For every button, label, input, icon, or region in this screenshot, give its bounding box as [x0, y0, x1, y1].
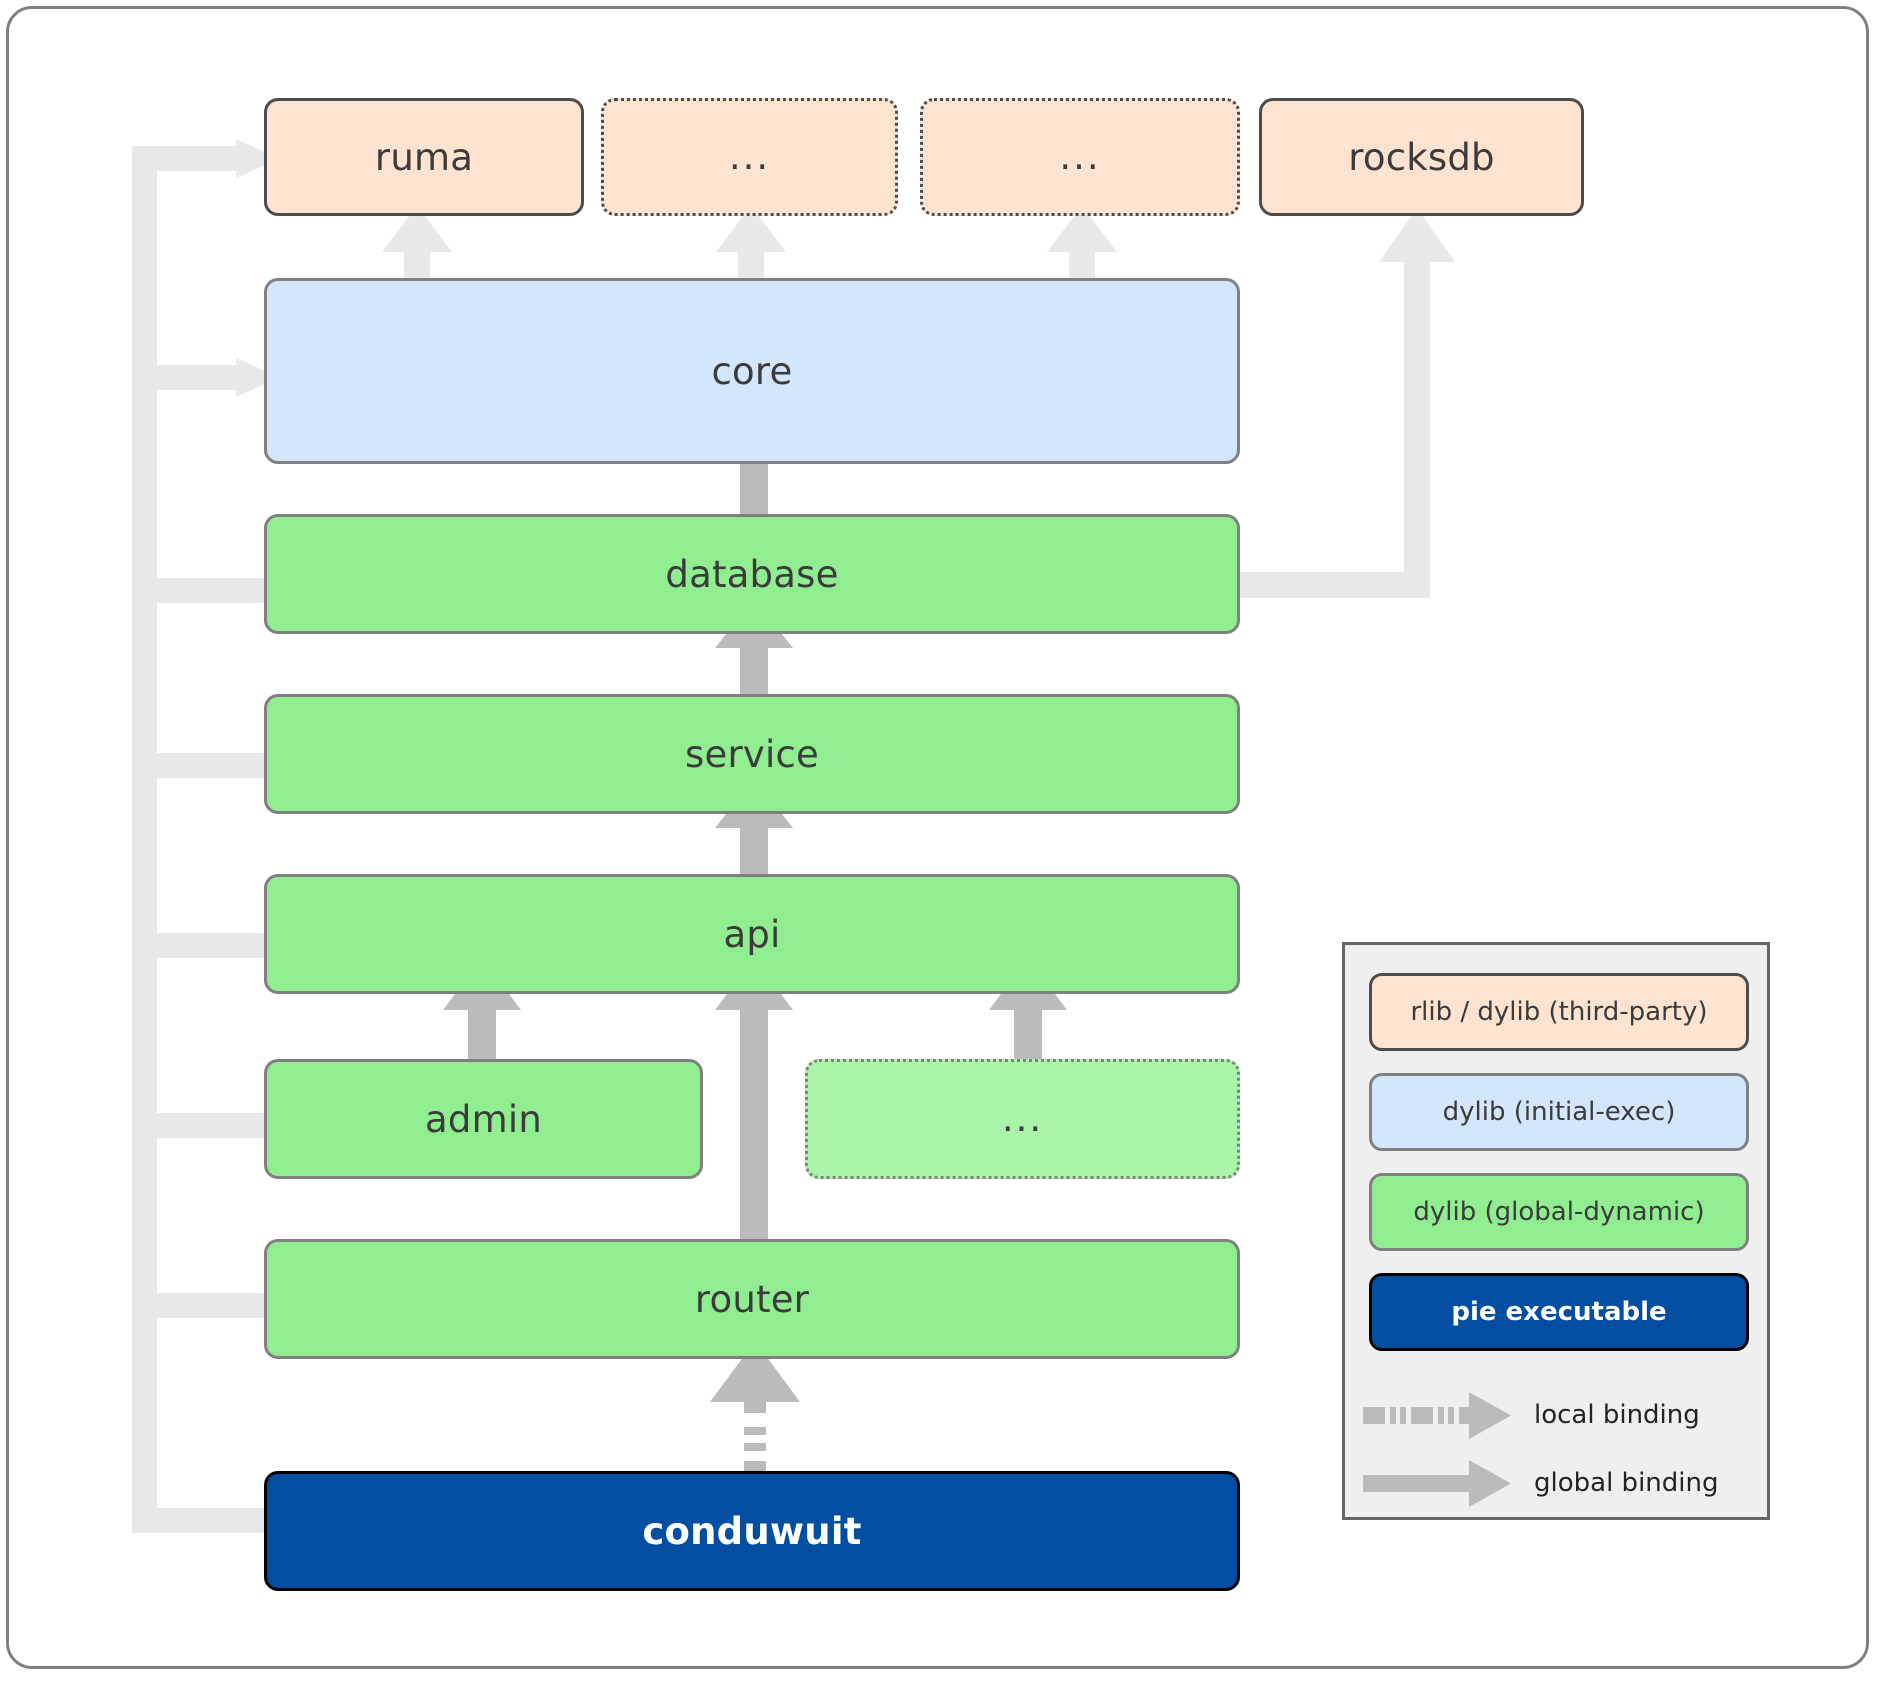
- edge-core-to-toprow: [382, 206, 1117, 290]
- legend-swatch-global-dynamic: dylib (global-dynamic): [1369, 1173, 1749, 1251]
- node-label-top-ellipsis-1: ...: [728, 134, 771, 178]
- legend-label-initial-exec: dylib (initial-exec): [1442, 1097, 1676, 1127]
- legend-label-global-dynamic: dylib (global-dynamic): [1413, 1197, 1705, 1227]
- edge-conduwuit-trunk: [132, 146, 274, 1533]
- node-admin[interactable]: admin: [264, 1059, 703, 1179]
- node-ruma[interactable]: ruma: [264, 98, 584, 216]
- edge-admin-api: [443, 958, 521, 1065]
- legend-swatch-pie-executable: pie executable: [1369, 1273, 1749, 1351]
- node-label-api: api: [723, 912, 781, 956]
- node-conduwuit[interactable]: conduwuit: [264, 1471, 1240, 1591]
- node-core[interactable]: core: [264, 278, 1240, 464]
- node-label-admin: admin: [425, 1097, 542, 1141]
- node-mid-ellipsis[interactable]: ...: [805, 1059, 1240, 1179]
- node-router[interactable]: router: [264, 1239, 1240, 1359]
- node-database[interactable]: database: [264, 514, 1240, 634]
- edge-database-rocksdb: [1240, 208, 1455, 598]
- legend-label-global-binding: global binding: [1534, 1468, 1719, 1498]
- node-api[interactable]: api: [264, 874, 1240, 994]
- node-rocksdb[interactable]: rocksdb: [1259, 98, 1584, 216]
- local-binding-arrow-icon: [1363, 1392, 1511, 1439]
- node-label-service: service: [685, 732, 819, 776]
- node-top-ellipsis-1[interactable]: ...: [601, 98, 898, 216]
- legend-swatch-third-party: rlib / dylib (third-party): [1369, 973, 1749, 1051]
- node-label-conduwuit: conduwuit: [642, 1509, 862, 1553]
- legend-row-global-binding: global binding: [1361, 1453, 1761, 1513]
- edge-conduwuit-router-local: [710, 1341, 800, 1485]
- node-label-database: database: [665, 552, 839, 596]
- node-label-router: router: [694, 1277, 810, 1321]
- legend-label-third-party: rlib / dylib (third-party): [1410, 997, 1708, 1027]
- node-label-mid-ellipsis: ...: [1001, 1096, 1044, 1140]
- node-label-core: core: [711, 349, 793, 393]
- edge-router-api: [715, 958, 793, 1240]
- legend-panel: rlib / dylib (third-party) dylib (initia…: [1342, 942, 1770, 1520]
- legend-row-local-binding: local binding: [1361, 1385, 1761, 1445]
- arrowhead-trunk-ruma: [236, 139, 280, 178]
- node-top-ellipsis-2[interactable]: ...: [920, 98, 1240, 216]
- node-service[interactable]: service: [264, 694, 1240, 814]
- legend-label-pie-executable: pie executable: [1451, 1297, 1667, 1327]
- node-label-rocksdb: rocksdb: [1348, 135, 1495, 179]
- arrowhead-trunk-core: [236, 358, 280, 397]
- legend-label-local-binding: local binding: [1534, 1400, 1700, 1430]
- node-label-top-ellipsis-2: ...: [1059, 134, 1101, 178]
- legend-swatch-initial-exec: dylib (initial-exec): [1369, 1073, 1749, 1151]
- global-binding-arrow-icon: [1363, 1460, 1511, 1507]
- node-label-ruma: ruma: [374, 135, 474, 179]
